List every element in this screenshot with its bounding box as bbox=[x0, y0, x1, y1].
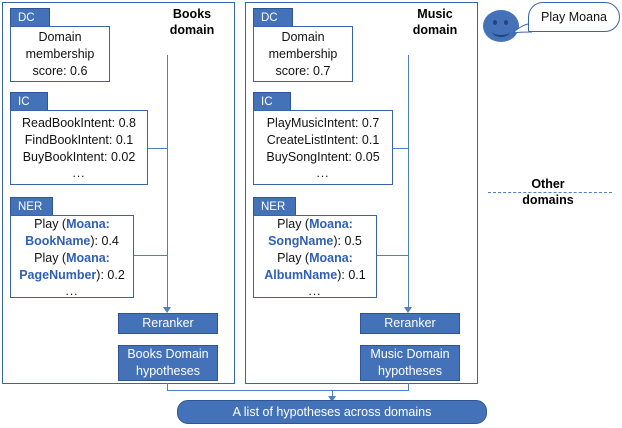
music-merge-down bbox=[408, 383, 410, 390]
music-ic-line-1: PlayMusicIntent: 0.7 bbox=[266, 116, 380, 130]
user-smiley-avatar-icon bbox=[483, 10, 519, 42]
books-ic-connector bbox=[148, 148, 168, 150]
music-output-line1: Music Domain bbox=[370, 347, 450, 361]
smiley-mouth-icon bbox=[492, 26, 510, 37]
music-dc-line-2: membership bbox=[268, 46, 338, 61]
books-ner-box: Play (Moana: BookName): 0.4 Play (Moana:… bbox=[10, 215, 134, 298]
books-ic-line-2: FindBookIntent: 0.1 bbox=[24, 133, 134, 147]
books-ic-tab[interactable]: IC bbox=[10, 92, 48, 111]
music-ner-hyp-2-cont: AlbumName): 0.1 bbox=[264, 267, 366, 282]
music-dc-line-3: score: 0.7 bbox=[275, 63, 331, 78]
books-ner-connector bbox=[134, 255, 168, 257]
books-dc-line-2: membership bbox=[25, 46, 95, 61]
books-domain-heading-line2: domain bbox=[169, 23, 215, 37]
other-domains-line1: Other bbox=[531, 177, 565, 191]
other-domains-line2: domains bbox=[522, 193, 574, 207]
books-ner-ellipsis: ... bbox=[65, 283, 79, 298]
music-ner-tab[interactable]: NER bbox=[253, 197, 296, 216]
music-domain-heading-line2: domain bbox=[412, 23, 458, 37]
music-ic-line-3: BuySongIntent: 0.05 bbox=[266, 150, 380, 164]
speech-bubble-tail-icon bbox=[512, 22, 532, 34]
music-ner-box: Play (Moana: SongName): 0.5 Play (Moana:… bbox=[253, 215, 377, 298]
smiley-left-eye-icon bbox=[493, 20, 497, 25]
music-ic-line-2: CreateListIntent: 0.1 bbox=[266, 133, 380, 147]
books-output-box[interactable]: Books Domain hypotheses bbox=[118, 345, 218, 381]
music-reranker-label: Reranker bbox=[384, 316, 436, 330]
books-domain-heading: Books domain bbox=[152, 6, 232, 38]
books-domain-heading-line1: Books bbox=[172, 7, 212, 21]
music-output-line2: hypotheses bbox=[378, 364, 442, 378]
final-arrowhead bbox=[328, 396, 336, 402]
other-domains-dashed-divider bbox=[488, 192, 612, 193]
books-ic-line-1: ReadBookIntent: 0.8 bbox=[22, 116, 136, 130]
music-ner-hyp-2: Play (Moana: bbox=[277, 250, 353, 265]
books-ner-hyp-2-cont: PageNumber): 0.2 bbox=[19, 267, 125, 282]
music-ic-ellipsis: ... bbox=[316, 166, 330, 180]
books-ic-ellipsis: ... bbox=[72, 166, 86, 180]
music-ner-hyp-1: Play (Moana: bbox=[277, 216, 353, 231]
music-reranker-arrowhead bbox=[404, 307, 412, 313]
final-hypotheses-label: A list of hypotheses across domains bbox=[232, 405, 432, 419]
books-dc-line-3: score: 0.6 bbox=[32, 63, 88, 78]
books-dc-line-1: Domain bbox=[38, 29, 82, 44]
music-domain-heading-line1: Music bbox=[417, 7, 453, 21]
books-ner-hyp-1: Play (Moana: bbox=[34, 216, 110, 231]
books-dc-tab[interactable]: DC bbox=[10, 8, 50, 27]
books-ner-tab[interactable]: NER bbox=[10, 197, 53, 216]
books-ner-hyp-2: Play (Moana: bbox=[34, 250, 110, 265]
music-domain-heading: Music domain bbox=[395, 6, 475, 38]
final-hypotheses-bar[interactable]: A list of hypotheses across domains bbox=[177, 400, 487, 424]
final-feed-line bbox=[332, 390, 334, 398]
books-ic-line-3: BuyBookIntent: 0.02 bbox=[22, 150, 136, 164]
music-dc-box: Domain membership score: 0.7 bbox=[253, 26, 353, 82]
music-dc-line-1: Domain bbox=[281, 29, 325, 44]
books-reranker-box[interactable]: Reranker bbox=[118, 313, 218, 334]
books-reranker-label: Reranker bbox=[142, 316, 194, 330]
books-output-line2: hypotheses bbox=[136, 364, 200, 378]
merge-bus-line bbox=[167, 390, 409, 392]
music-ic-connector bbox=[393, 148, 409, 150]
music-dc-tab[interactable]: DC bbox=[253, 8, 293, 27]
books-reranker-arrowhead bbox=[163, 307, 171, 313]
books-ic-box: ReadBookIntent: 0.8 FindBookIntent: 0.1 … bbox=[10, 110, 148, 185]
books-spine-connector bbox=[167, 55, 169, 310]
books-ner-hyp-1-cont: BookName): 0.4 bbox=[25, 233, 119, 248]
user-utterance-text: Play Moana bbox=[540, 10, 607, 24]
books-dc-box: Domain membership score: 0.6 bbox=[10, 26, 110, 82]
music-ner-ellipsis: ... bbox=[308, 283, 322, 298]
music-reranker-box[interactable]: Reranker bbox=[360, 313, 460, 334]
books-merge-down bbox=[167, 383, 169, 390]
books-output-line1: Books Domain bbox=[127, 347, 209, 361]
user-utterance-bubble: Play Moana bbox=[528, 2, 620, 32]
music-ner-connector bbox=[377, 255, 409, 257]
music-spine-connector bbox=[408, 55, 410, 310]
music-ic-box: PlayMusicIntent: 0.7 CreateListIntent: 0… bbox=[253, 110, 393, 185]
music-ic-tab[interactable]: IC bbox=[253, 92, 291, 111]
music-output-box[interactable]: Music Domain hypotheses bbox=[360, 345, 460, 381]
other-domains-label: Other domains bbox=[492, 176, 604, 208]
smiley-right-eye-icon bbox=[504, 20, 508, 25]
music-ner-hyp-1-cont: SongName): 0.5 bbox=[268, 233, 362, 248]
